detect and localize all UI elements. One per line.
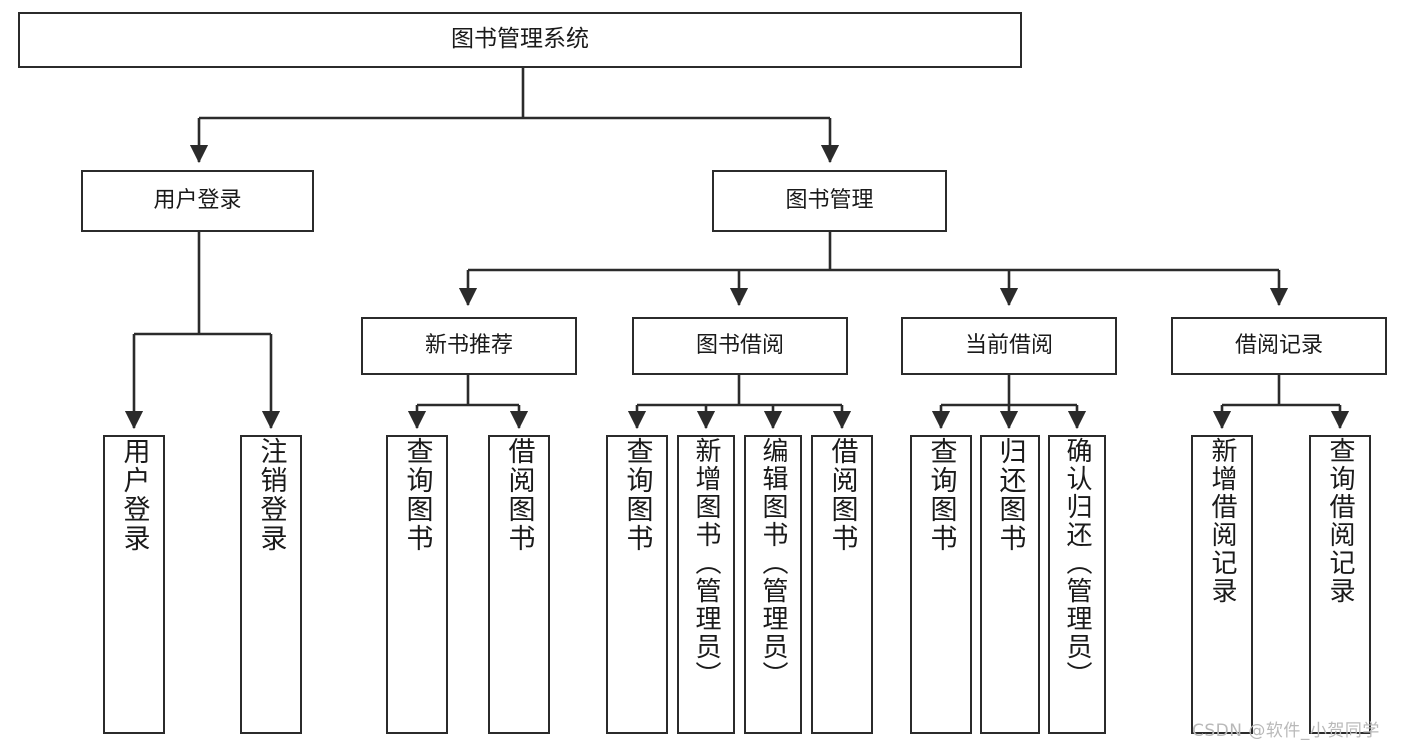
node-label: 查询图书 <box>925 437 957 553</box>
node-label: 用户登录 <box>153 188 242 214</box>
node-label: 查询图书 <box>621 437 653 553</box>
leaf-book-borrow-add-book-admin[interactable]: 新增图书（管理员） <box>677 435 735 734</box>
node-label: 借阅记录 <box>1234 333 1323 359</box>
leaf-borrow-record-query-record[interactable]: 查询借阅记录 <box>1309 435 1371 734</box>
node-label: 借阅图书 <box>826 437 858 553</box>
node-label: 新增借阅记录 <box>1207 437 1237 605</box>
leaf-current-borrow-query-book[interactable]: 查询图书 <box>910 435 972 734</box>
node-new-book-recommend[interactable]: 新书推荐 <box>361 317 577 375</box>
node-label: 新书推荐 <box>424 333 513 359</box>
csdn-watermark: CSDN @软件_小贺同学 <box>1192 721 1380 741</box>
node-label: 借阅图书 <box>503 437 535 553</box>
node-label: 确认归还（管理员） <box>1062 437 1092 689</box>
node-current-borrow[interactable]: 当前借阅 <box>901 317 1117 375</box>
leaf-new-book-borrow-book[interactable]: 借阅图书 <box>488 435 550 734</box>
node-label: 图书管理 <box>785 188 874 214</box>
node-label: 编辑图书（管理员） <box>758 437 788 689</box>
leaf-user-login-logout[interactable]: 注销登录 <box>240 435 302 734</box>
leaf-user-login-login[interactable]: 用户登录 <box>103 435 165 734</box>
node-label: 新增图书（管理员） <box>691 437 721 689</box>
node-label: 归还图书 <box>994 437 1026 553</box>
leaf-book-borrow-borrow-book[interactable]: 借阅图书 <box>811 435 873 734</box>
leaf-new-book-query-book[interactable]: 查询图书 <box>386 435 448 734</box>
leaf-current-borrow-return-book[interactable]: 归还图书 <box>980 435 1040 734</box>
node-label: 图书借阅 <box>695 333 784 359</box>
leaf-book-borrow-edit-book-admin[interactable]: 编辑图书（管理员） <box>744 435 802 734</box>
leaf-borrow-record-add-record[interactable]: 新增借阅记录 <box>1191 435 1253 734</box>
leaf-book-borrow-query-book[interactable]: 查询图书 <box>606 435 668 734</box>
node-label: 当前借阅 <box>964 333 1053 359</box>
node-book-management[interactable]: 图书管理 <box>712 170 947 232</box>
node-book-borrow[interactable]: 图书借阅 <box>632 317 848 375</box>
node-root-book-management-system[interactable]: 图书管理系统 <box>18 12 1022 68</box>
node-borrow-record[interactable]: 借阅记录 <box>1171 317 1387 375</box>
node-label: 查询借阅记录 <box>1325 437 1355 605</box>
leaf-current-borrow-confirm-return-admin[interactable]: 确认归还（管理员） <box>1048 435 1106 734</box>
node-label: 查询图书 <box>401 437 433 553</box>
node-label: 用户登录 <box>118 437 150 553</box>
node-label: 注销登录 <box>255 437 287 553</box>
node-user-login[interactable]: 用户登录 <box>81 170 314 232</box>
node-label: 图书管理系统 <box>451 26 589 53</box>
